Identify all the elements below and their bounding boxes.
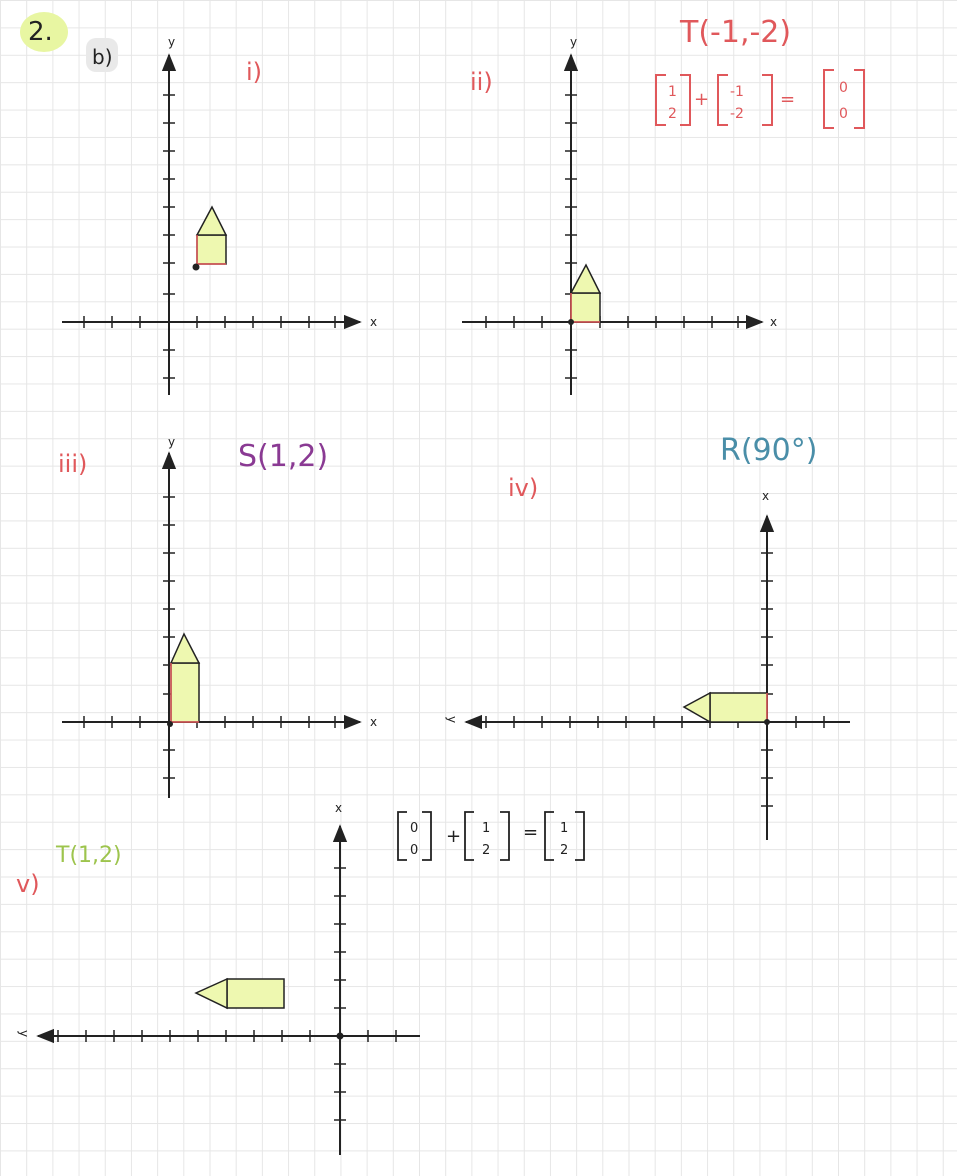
svg-text:0: 0 — [839, 106, 848, 122]
problem-number-highlight — [20, 12, 68, 52]
axis-ticks — [485, 552, 825, 807]
graph-label: v) — [16, 870, 40, 898]
svg-text:=: = — [523, 822, 538, 843]
svg-text:2: 2 — [668, 106, 677, 122]
part-label-highlight — [86, 38, 118, 72]
graph-ii: ii) T(-1,-2) 1 2 + -1 -2 = 0 0 x y — [462, 15, 865, 395]
svg-text:-1: -1 — [730, 84, 744, 100]
transformation-note: T(1,2) — [55, 843, 122, 868]
x-axis-label: x — [370, 715, 377, 729]
svg-text:1: 1 — [560, 821, 568, 836]
y-axis-label: y — [17, 1030, 31, 1037]
x-axis-label: x — [335, 801, 342, 815]
axis-ticks — [485, 94, 739, 379]
graph-v: v) T(1,2) 0 0 + 1 2 = 1 2 x y — [16, 801, 585, 1155]
problem-number: 2. — [28, 17, 53, 47]
svg-text:0: 0 — [410, 821, 418, 836]
transformation-note: T(-1,-2) — [679, 15, 791, 50]
svg-text:2: 2 — [560, 843, 568, 858]
graph-i: i) x y — [62, 35, 377, 395]
house-shape — [195, 205, 228, 265]
transformation-note: S(1,2) — [238, 439, 328, 474]
translated-house-shape — [194, 977, 285, 1010]
graph-iv: iv) R(90°) x y — [445, 433, 850, 840]
graph-label: i) — [246, 58, 262, 86]
svg-text:-2: -2 — [730, 106, 744, 122]
x-axis-label: x — [762, 489, 769, 503]
y-axis-label: y — [168, 435, 175, 449]
x-axis-label: x — [770, 315, 777, 329]
origin-point — [167, 721, 173, 727]
svg-text:0: 0 — [410, 843, 418, 858]
svg-text:1: 1 — [668, 84, 677, 100]
svg-text:=: = — [780, 89, 795, 110]
scaled-house-shape — [169, 632, 201, 723]
origin-point — [192, 263, 200, 271]
origin-point — [764, 719, 770, 725]
problem-header: 2. b) — [20, 12, 118, 72]
y-axis-label: y — [168, 35, 175, 49]
svg-text:+: + — [446, 826, 461, 847]
house-shape — [569, 263, 602, 323]
transformation-note: R(90°) — [720, 433, 817, 468]
graph-label: ii) — [470, 68, 493, 96]
y-axis-label: y — [445, 716, 459, 723]
axis-ticks — [83, 496, 336, 779]
origin-point — [336, 1032, 344, 1040]
graph-label: iii) — [58, 450, 87, 478]
svg-text:1: 1 — [482, 821, 490, 836]
part-label: b) — [92, 45, 113, 69]
svg-text:0: 0 — [839, 80, 848, 96]
svg-text:+: + — [694, 89, 709, 110]
graph-label: iv) — [508, 474, 538, 502]
svg-text:2: 2 — [482, 843, 490, 858]
vector-equation: 1 2 + -1 -2 = 0 0 — [655, 69, 865, 129]
x-axis-label: x — [370, 315, 377, 329]
origin-point — [568, 319, 574, 325]
vector-equation: 0 0 + 1 2 = 1 2 — [397, 811, 585, 861]
axis-ticks — [83, 94, 336, 379]
rotated-house-shape — [682, 691, 768, 724]
graph-iii: iii) S(1,2) x y — [58, 435, 377, 798]
axis-ticks — [57, 867, 397, 1121]
y-axis-label: y — [570, 35, 577, 49]
